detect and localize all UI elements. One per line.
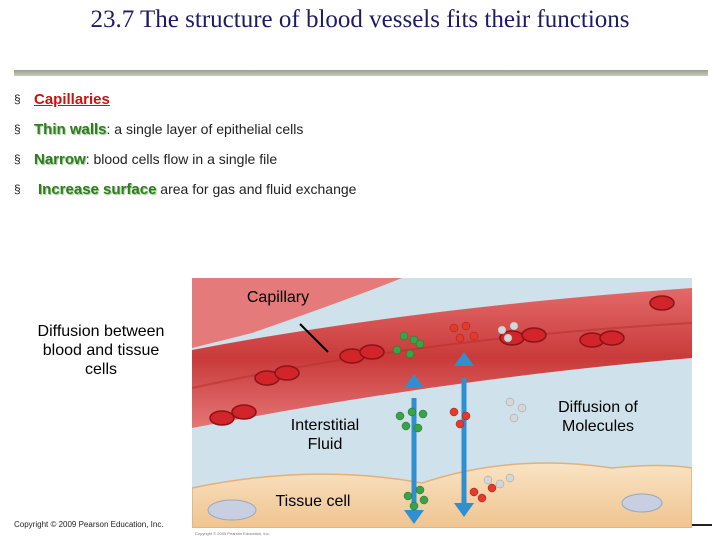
bullet-thin-walls: § Thin walls: a single layer of epitheli… (14, 116, 704, 146)
vessel-branch (192, 278, 402, 348)
bullet-text: : blood cells flow in a single file (85, 151, 278, 167)
figure-copyright: Copyright © 2009 Pearson Education, Inc. (195, 531, 270, 536)
tissue-nucleus (207, 499, 257, 521)
bullet-term: Narrow (34, 151, 86, 168)
page-title: 23.7 The structure of blood vessels fits… (90, 6, 630, 33)
bullet-list: § Capillaries § Thin walls: a single lay… (14, 86, 704, 206)
molecules-grey (483, 321, 527, 489)
bullet-marker: § (14, 92, 21, 106)
capillary-illustration (192, 278, 692, 528)
capillary-vessel (192, 288, 692, 428)
red-blood-cells (209, 295, 675, 426)
tissue-cell-label: Tissue cell (275, 493, 351, 510)
bullet-marker: § (14, 122, 21, 136)
molecules-red (449, 321, 497, 503)
bottom-rule (692, 524, 712, 526)
diffusion-blood-tissue-label: Diffusion between blood and tissue cells (37, 323, 165, 378)
bullet-narrow: § Narrow: blood cells flow in a single f… (14, 146, 704, 176)
bullet-surface: § Increase surface area for gas and flui… (14, 176, 704, 206)
copyright-notice: Copyright © 2009 Pearson Education, Inc. (14, 520, 164, 529)
bullet-term: Thin walls (34, 121, 107, 138)
molecules-green (392, 331, 429, 511)
diffusion-arrows (411, 378, 467, 510)
bullet-text: : a single layer of epithelial cells (106, 121, 304, 137)
title-divider (14, 70, 708, 76)
capillary-label: Capillary (246, 289, 310, 306)
bullet-text: area for gas and fluid exchange (156, 181, 357, 197)
arrowheads (404, 352, 474, 524)
bullet-capillaries: § Capillaries (14, 86, 704, 116)
bullet-term: Capillaries (34, 91, 110, 108)
bullet-marker: § (14, 182, 21, 196)
bullet-marker: § (14, 152, 21, 166)
interstitial-fluid-label: Interstitial Fluid (290, 417, 360, 453)
tissue-nucleus (621, 493, 663, 513)
diffusion-molecules-label: Diffusion of Molecules (558, 399, 638, 435)
tissue-cells (192, 462, 692, 528)
capillary-diagram (192, 278, 692, 528)
capillary-pointer (299, 323, 329, 353)
bullet-term: Increase surface (38, 181, 157, 198)
